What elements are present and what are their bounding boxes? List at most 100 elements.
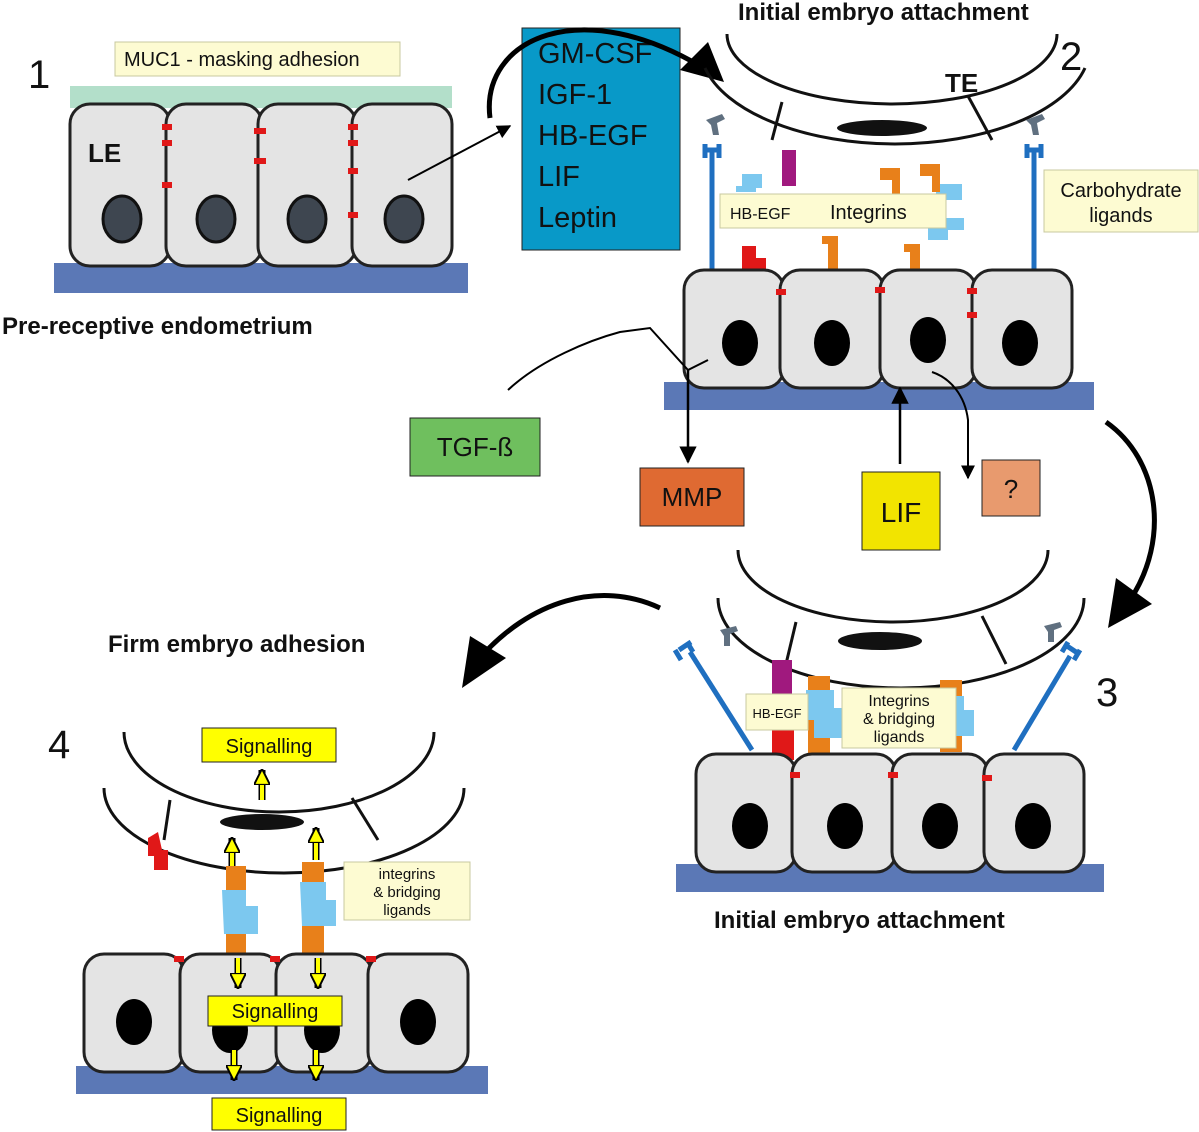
carb-ligand-receptors (672, 639, 1083, 752)
factor-box (521, 27, 681, 251)
tgf-label: TGF-ß (437, 432, 514, 462)
curved-arrow-2-to-3 (1104, 419, 1157, 602)
panel-3-number: 3 (1096, 671, 1118, 715)
signalling-mid-label: Signalling (232, 1001, 319, 1023)
unknown-arrow (931, 371, 975, 480)
carb-ligands (720, 622, 1062, 646)
carb-ligands (706, 114, 1045, 135)
signalling-bottom-label: Signalling (236, 1105, 323, 1127)
nucleus (400, 999, 436, 1045)
magenta-ligand (772, 660, 792, 694)
curved-arrow-3-to-4 (476, 593, 662, 662)
integrins-label-4-line1: integrins (379, 866, 436, 883)
integrins-label-box (841, 687, 957, 749)
magenta-ligand (782, 150, 796, 186)
nucleus (101, 194, 143, 244)
unknown-box (981, 459, 1041, 517)
panel-1-number: 1 (28, 53, 50, 97)
factor-hb-egf: HB-EGF (538, 120, 648, 152)
panel-4-number: 4 (48, 723, 70, 767)
panel-4-caption: Firm embryo adhesion (108, 631, 365, 658)
signalling-top-box (201, 727, 337, 763)
epithelial-cell (350, 102, 454, 268)
panel-2-number: 2 (1060, 35, 1082, 79)
embryo-inner-wall (122, 731, 436, 814)
nucleus (722, 320, 758, 366)
nucleus (922, 803, 958, 849)
tight-junctions-4 (174, 956, 376, 962)
embryo-nucleus (220, 814, 304, 830)
hbegf-label-3: HB-EGF (752, 706, 801, 721)
hbegf-label: HB-EGF (730, 206, 791, 223)
embryo-inner-wall (736, 549, 1050, 624)
embryo-nucleus (838, 632, 922, 650)
panel-3: 3 HB-EGF Integrins & bridging ligands (462, 549, 1118, 934)
nucleus (1002, 320, 1038, 366)
nucleus (814, 320, 850, 366)
curved-arrow-1-to-2 (486, 27, 712, 119)
hb-egf-ligand (772, 726, 794, 760)
curved-arrow-head (680, 42, 724, 82)
panel-1: 1 MUC1 - masking adhesion LE Pre-recepti… (2, 41, 512, 340)
integrins-label-4-line3: ligands (383, 902, 431, 919)
tgf-signal-line (507, 326, 709, 391)
curved-arrow-head (1108, 578, 1152, 628)
nucleus (286, 194, 328, 244)
signalling-top-label: Signalling (226, 736, 313, 758)
hb-egf-ligand (148, 832, 168, 870)
signalling-bottom-box (211, 1097, 347, 1131)
carb-ligand-receptors (702, 144, 1044, 272)
nucleus (910, 317, 946, 363)
hb-egf-ligand (742, 246, 766, 272)
integrins-label: Integrins (830, 202, 907, 224)
factor-leptin: Leptin (538, 202, 617, 234)
le-label: LE (88, 138, 121, 168)
muc1-layer (70, 86, 452, 108)
nucleus (732, 803, 768, 849)
integrins-label-3-line2: & bridging (863, 711, 935, 728)
hbegf-integrins-label-box (719, 193, 947, 229)
muc1-label-box (114, 41, 401, 77)
integrins-label-3-line3: ligands (874, 729, 925, 746)
signalling-mid-box (207, 995, 343, 1027)
integrins-label-3-line1: Integrins (868, 693, 929, 710)
nucleus (195, 194, 237, 244)
factor-igf-1: IGF-1 (538, 79, 612, 111)
mmp-label: MMP (662, 482, 723, 512)
lif-label: LIF (881, 497, 921, 528)
lif-box (861, 471, 941, 551)
panel-2: Initial embryo attachment 2 TE Carbohydr… (409, 0, 1199, 628)
tight-junctions-3 (790, 772, 992, 781)
factor-lif: LIF (538, 161, 580, 193)
hbegf-label-box (745, 693, 809, 731)
panel-3-caption: Initial embryo attachment (714, 907, 1005, 934)
panel-4: Firm embryo adhesion 4 Signalling integr… (48, 631, 488, 1131)
tight-junctions-1 (162, 124, 358, 218)
carb-label-line1: Carbohydrate (1060, 180, 1181, 202)
embryo-outer-wall (102, 787, 466, 875)
te-label: TE (945, 68, 978, 98)
integrins-label-4-line2: & bridging (373, 884, 441, 901)
tgf-box (409, 417, 541, 477)
carb-label-line2: ligands (1089, 205, 1152, 227)
secreted-factors: GM-CSF IGF-1 HB-EGF LIF Leptin (486, 27, 724, 251)
panel-2-caption: Initial embryo attachment (738, 0, 1029, 26)
secretion-arrow (407, 125, 512, 181)
muc1-label: MUC1 - masking adhesion (124, 49, 360, 71)
unknown-label: ? (1004, 474, 1018, 504)
embryo-nucleus (837, 120, 927, 136)
embryo-inner-wall (725, 33, 1059, 106)
bridging-ligand-left (806, 690, 844, 738)
integrin-fragments (822, 164, 940, 272)
carb-label-box (1043, 169, 1199, 233)
tight-junctions-2 (776, 287, 977, 318)
curved-arrow-head (462, 636, 506, 688)
bridging-ligand-right (300, 882, 336, 926)
bridging-ligand-left (222, 890, 258, 934)
integrins-label-box (343, 861, 471, 921)
panel-1-caption: Pre-receptive endometrium (2, 313, 313, 340)
mmp-box (639, 467, 745, 527)
factor-gm-csf: GM-CSF (538, 38, 652, 70)
nucleus (1015, 803, 1051, 849)
